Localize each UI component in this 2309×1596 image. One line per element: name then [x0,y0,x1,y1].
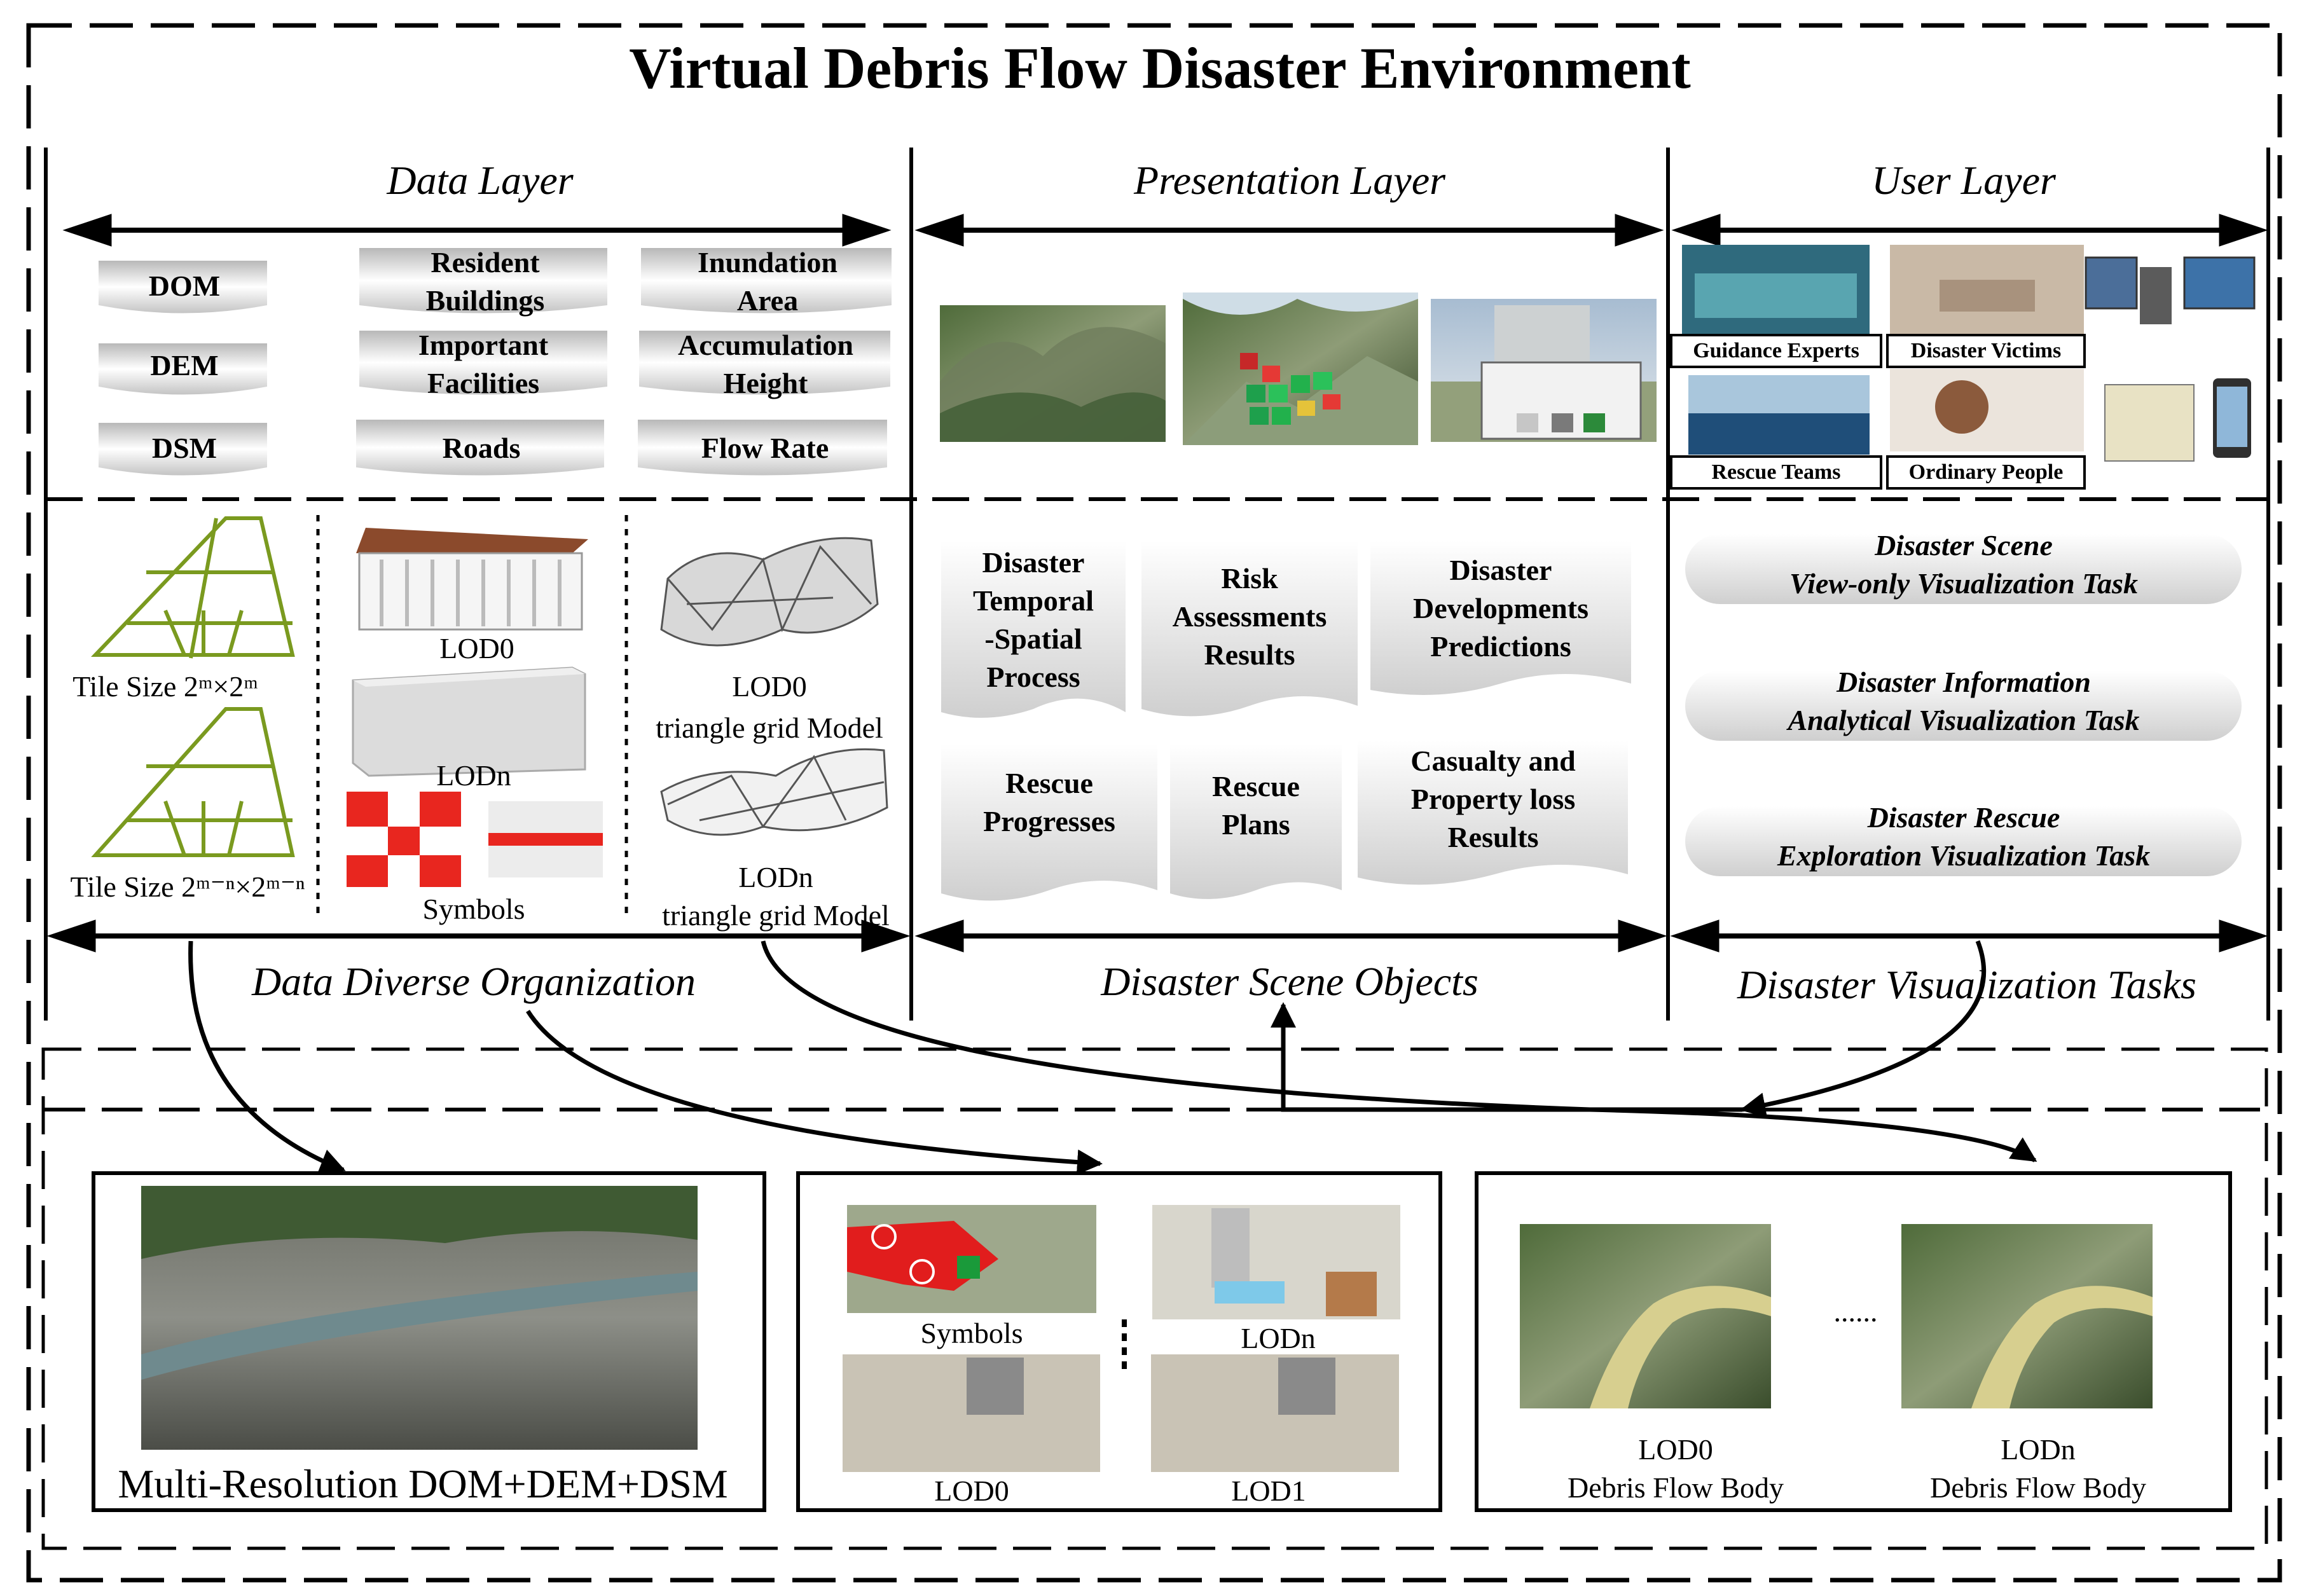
developments-label-2: Developments [1413,592,1589,624]
disaster-visualization-tasks-label: Disaster Visualization Tasks [1737,962,2196,1007]
top-arrows [62,214,2268,247]
accumulation-label-2: Height [724,367,809,399]
triangle-grid-models [660,537,888,836]
dom-label: DOM [149,270,220,302]
flow-lod0-label-2: Debris Flow Body [1568,1471,1784,1504]
flow-rate-label: Flow Rate [701,432,829,464]
developments-label-1: Disaster [1450,554,1552,586]
upward-arrow [1271,1002,1742,1112]
user-images [1682,245,2256,462]
presentation-layer-label: Presentation Layer [1133,158,1446,203]
outer-frame [26,23,2282,1583]
task1-line1: Disaster Scene [1874,529,2053,561]
tile-size-1: Tile Size 2ᵐ×2ᵐ [72,670,258,703]
resident-label-2: Buildings [426,284,545,317]
rescue-teams-label: Rescue Teams [1711,460,1840,484]
important-label-1: Important [418,329,549,361]
flow-lodn-label: LODn [2001,1433,2076,1466]
task-pills [1685,534,2242,876]
temporal-label-2: Temporal [973,584,1094,617]
building-lod0-label: LOD0 [439,632,514,664]
diagram-title: Virtual Debris Flow Disaster Environment [629,36,1691,100]
model-images [843,1205,1400,1472]
risk-label-3: Results [1204,638,1295,671]
task2-line2: Analytical Visualization Task [1786,704,2139,736]
casualty-label-1: Casualty and [1410,745,1576,777]
disaster-victims-label: Disaster Victims [1911,339,2061,362]
user-layer-label: User Layer [1871,158,2057,203]
temporal-label-3: -Spatial [984,623,1082,655]
important-label-2: Facilities [427,367,539,399]
data-layer-label: Data Layer [386,158,574,203]
roads-label: Roads [443,432,521,464]
tri-lod0-label-2: triangle grid Model [656,712,883,744]
resident-label-1: Resident [431,246,540,279]
tri-lodn-label: LODn [738,861,813,893]
scene-object-docs [941,540,1631,901]
accumulation-label-1: Accumulation [678,329,853,361]
developments-label-3: Predictions [1430,630,1571,663]
flow-lodn-label-2: Debris Flow Body [1930,1471,2146,1504]
data-diverse-organization-label: Data Diverse Organization [251,959,696,1004]
inundation-label-2: Area [737,284,798,317]
terrain-image [141,1186,698,1450]
flow-images [1520,1224,2153,1408]
disaster-scene-objects-label: Disaster Scene Objects [1100,959,1478,1004]
inundation-label-1: Inundation [698,246,837,279]
building-lodn-label: LODn [436,759,511,792]
bottom-arrows [46,919,2268,953]
pyramid-tiles [90,516,295,857]
terrain-caption: Multi-Resolution DOM+DEM+DSM [118,1461,727,1506]
tri-lodn-label-2: triangle grid Model [662,899,890,932]
task3-line2: Exploration Visualization Task [1777,839,2150,872]
guidance-experts-label: Guidance Experts [1693,339,1859,362]
tri-lod0-label: LOD0 [732,670,807,703]
dem-label: DEM [150,349,218,382]
ordinary-people-label: Ordinary People [1909,460,2064,484]
user-label-boxes [1670,334,2086,490]
bottom-frame [41,1047,2268,1550]
dsm-label: DSM [152,432,217,464]
progresses-label-2: Progresses [983,805,1115,837]
task3-line1: Disaster Rescue [1867,801,2060,834]
casualty-label-3: Results [1447,821,1538,853]
tile-size-2: Tile Size 2ᵐ⁻ⁿ×2ᵐ⁻ⁿ [70,870,305,903]
building-models [347,528,603,887]
presentation-images [940,292,1657,445]
panel-lod0-label: LOD0 [934,1475,1009,1507]
temporal-label-4: Process [986,661,1080,693]
risk-label-1: Risk [1221,562,1278,595]
vertical-ellipsis [1122,1319,1127,1369]
panel-lodn-label: LODn [1241,1322,1316,1354]
panel-lod1-label: LOD1 [1231,1475,1306,1507]
data-cylinders [99,248,892,476]
temporal-label-1: Disaster [982,546,1085,579]
plans-label-2: Plans [1222,808,1290,841]
symbols-label: Symbols [422,893,525,925]
flow-lod0-label: LOD0 [1638,1433,1713,1466]
connector-curves [188,940,2037,1175]
task1-line2: View-only Visualization Task [1789,567,2138,600]
task2-line1: Disaster Information [1836,666,2091,698]
casualty-label-2: Property loss [1411,783,1576,815]
flow-ellipsis: ...... [1834,1295,1878,1328]
risk-label-2: Assessments [1173,600,1327,633]
panel-symbols-label: Symbols [920,1317,1023,1349]
plans-label-1: Rescue [1212,770,1300,802]
progresses-label-1: Rescue [1005,767,1093,799]
